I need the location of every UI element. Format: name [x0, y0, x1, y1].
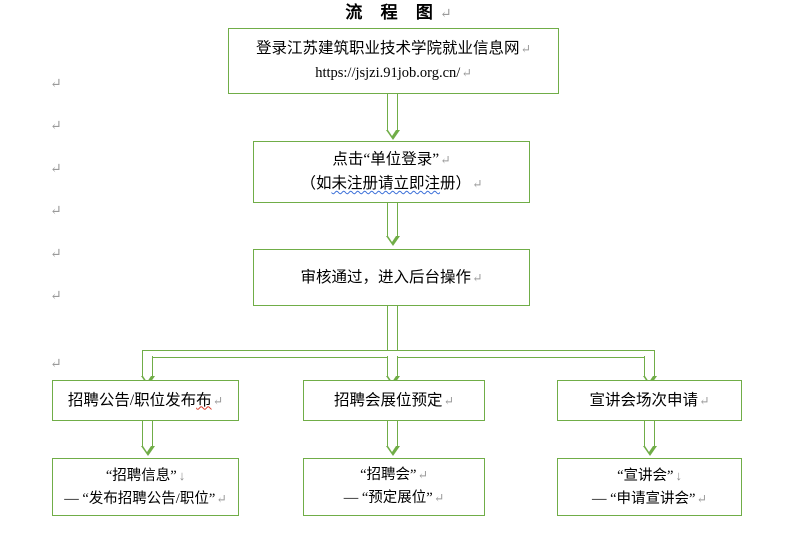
flow-node-unit-login-line1: 点击“单位登录”↵ [332, 151, 451, 168]
flow-node-unit-login-line2: （如未注册请立即注册）↵ [300, 175, 483, 192]
flow-node-recruitment-notice[interactable]: 招聘公告/职位发布布↵ [52, 380, 239, 421]
return-mark: ↵ [216, 491, 227, 506]
connector-stem-branch-middle [387, 356, 398, 376]
return-mark: ↵ [696, 491, 707, 506]
return-mark: ↵ [472, 177, 483, 191]
connector-stem-step1-step2 [387, 94, 398, 130]
paragraph-mark-7: ↵ [50, 357, 62, 372]
flow-node-recruitment-notice-label: 招聘公告/职位发布布↵ [67, 391, 224, 409]
down-arrow-icon: ↓ [178, 467, 186, 483]
paragraph-mark-4: ↵ [50, 204, 62, 219]
connector-stem-branch-right [644, 356, 655, 376]
paragraph-mark-2: ↵ [50, 119, 62, 134]
return-mark: ↵ [699, 393, 710, 408]
flow-node-job-fair-booth[interactable]: 招聘会展位预定↵ [303, 380, 485, 421]
return-mark: ↵ [440, 153, 451, 167]
connector-stem-branch-left [142, 356, 153, 376]
spellcheck-underline-red: 布 [196, 391, 212, 409]
return-mark: ↵ [212, 393, 224, 408]
paragraph-mark-5: ↵ [50, 247, 62, 262]
paragraph-mark-3: ↵ [50, 162, 62, 177]
flow-node-info-session-request[interactable]: 宣讲会场次申请↵ [557, 380, 742, 421]
connector-stem-step3-branch [387, 306, 398, 354]
paragraph-mark-title: ↵ [439, 7, 452, 22]
detail-left-line2: — “发布招聘公告/职位”↵ [64, 490, 227, 507]
down-arrow-icon: ↓ [675, 467, 682, 483]
connector-stem-middle-detail [387, 421, 398, 446]
connector-stem-right-detail [644, 421, 655, 446]
return-mark: ↵ [417, 468, 428, 482]
return-mark: ↵ [433, 491, 445, 505]
detail-right-line2: — “申请宣讲会”↵ [592, 490, 707, 507]
branch-bus-cap-left [142, 350, 144, 358]
flow-node-approved-backend-line1: 审核通过，进入后台操作↵ [300, 268, 483, 286]
detail-right-line1: “宣讲会”↓ [617, 467, 682, 484]
detail-middle-line1: “招聘会”↵ [360, 467, 428, 483]
flow-node-approved-backend[interactable]: 审核通过，进入后台操作↵ [253, 249, 530, 306]
flow-node-job-fair-booth-label: 招聘会展位预定↵ [334, 391, 454, 409]
branch-bus-horizontal [142, 350, 655, 358]
return-mark: ↵ [443, 393, 454, 408]
paragraph-mark-1: ↵ [50, 77, 62, 92]
flow-node-recruitment-notice-detail[interactable]: “招聘信息”↓ — “发布招聘公告/职位”↵ [52, 458, 239, 516]
connector-stem-left-detail [142, 421, 153, 446]
paragraph-mark-6: ↵ [50, 289, 62, 304]
detail-middle-line2: — “预定展位”↵ [343, 490, 445, 506]
page-title-text: 流 程 图 [345, 3, 440, 22]
spellcheck-underline-blue: 未注册请立即注 [331, 175, 441, 192]
branch-bus-cap-right [653, 350, 656, 358]
flow-node-info-session-request-label: 宣讲会场次申请↵ [589, 391, 710, 409]
connector-stem-step2-step3 [387, 203, 398, 236]
flow-node-login-site-url: https://jsjzi.91job.org.cn/↵ [315, 65, 472, 81]
flow-node-unit-login[interactable]: 点击“单位登录”↵ （如未注册请立即注册）↵ [253, 141, 530, 203]
detail-left-line1: “招聘信息”↓ [105, 467, 186, 484]
flow-node-job-fair-booth-detail[interactable]: “招聘会”↵ — “预定展位”↵ [303, 458, 485, 516]
flow-node-login-site[interactable]: 登录江苏建筑职业技术学院就业信息网↵ https://jsjzi.91job.o… [228, 28, 559, 94]
flow-node-info-session-request-detail[interactable]: “宣讲会”↓ — “申请宣讲会”↵ [557, 458, 742, 516]
return-mark: ↵ [461, 66, 472, 80]
flow-node-login-site-line1: 登录江苏建筑职业技术学院就业信息网↵ [256, 40, 531, 57]
return-mark: ↵ [472, 270, 483, 285]
return-mark: ↵ [520, 42, 531, 56]
page-title: 流 程 图↵ [0, 2, 797, 26]
